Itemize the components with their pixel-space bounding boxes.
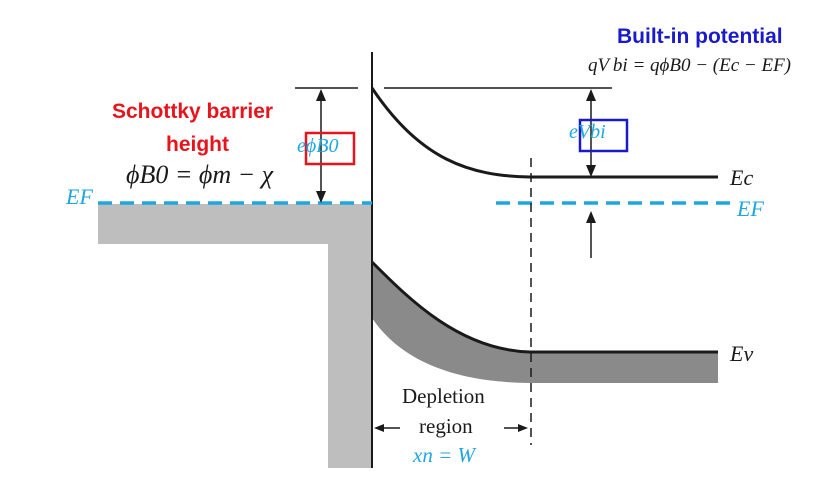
schottky-barrier-label: Schottky barrier — [112, 100, 274, 123]
depletion-arrow-left-head — [374, 424, 384, 432]
fermi-level-right-label: EF — [737, 196, 764, 221]
valence-band-edge — [370, 260, 718, 354]
schottky-equation: ϕB0 = ϕm − χ — [126, 160, 274, 189]
phi-b0-arrow-head-up — [316, 89, 326, 101]
conduction-band-edge — [370, 87, 718, 179]
depletion-arrow-right-head — [518, 424, 528, 432]
vbi-arrow-head-down — [586, 165, 596, 177]
metal-region — [98, 204, 372, 468]
phi-b0-label: eϕB0 — [297, 135, 339, 157]
phi-b0-highlight-box — [304, 131, 356, 166]
vbi-label: eVbi — [569, 121, 606, 143]
fermi-level-left-label: EF — [66, 184, 93, 209]
depletion-width-label: xn = W — [413, 443, 475, 467]
region-label: region — [419, 414, 473, 438]
conduction-band-label: Ec — [730, 165, 754, 190]
valence-band-label: Ev — [730, 341, 754, 366]
vbi-highlight-box — [578, 118, 629, 153]
vbi-arrow-head-up — [586, 89, 596, 101]
valence-band-shading — [372, 262, 718, 383]
phi-b0-arrow-head-down — [316, 191, 326, 203]
depletion-label: Depletion — [402, 384, 485, 408]
builtin-potential-equation: qV bi = qϕB0 − (Ec − EF) — [588, 55, 791, 77]
builtin-potential-title: Built-in potential — [617, 25, 783, 48]
ec-ef-arrow-head-up — [586, 211, 596, 223]
builtin-potential-equation-text: qV bi = qϕB0 − (Ec − EF) — [588, 55, 791, 76]
schottky-height-label: height — [166, 133, 229, 156]
